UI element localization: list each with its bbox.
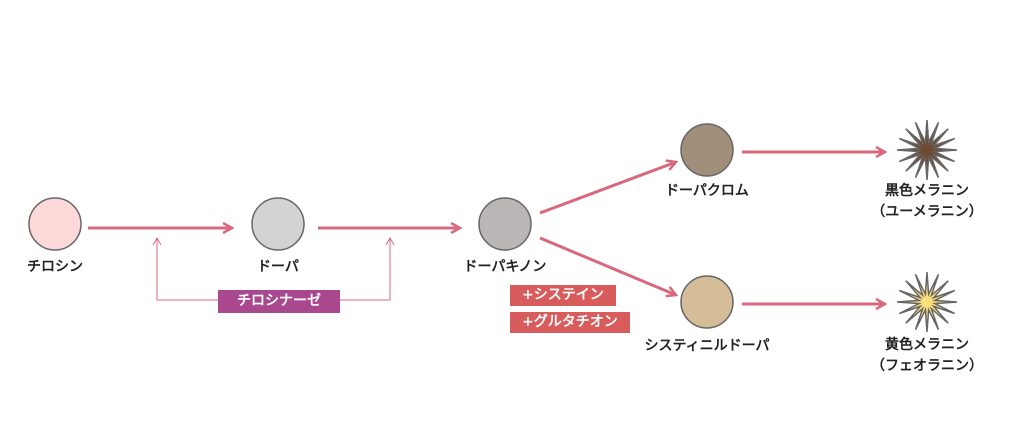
dopaquinone-circle xyxy=(478,197,532,251)
pheomelanin-label: 黄色メラニン （フェオラニン） xyxy=(871,335,983,377)
dopachrome-label: ドーパクロム xyxy=(665,183,749,199)
eumelanin-label: 黒色メラニン （ユーメラニン） xyxy=(871,181,982,223)
cysteinyldopa-label: システィニルドーパ xyxy=(644,338,770,354)
arrow-dopaquinone-dopachrome xyxy=(539,162,676,215)
tyrosine-label: チロシン xyxy=(27,259,83,275)
dopa-label: ドーパ xyxy=(257,259,299,275)
pheomelanin-alt-name: （フェオラニン） xyxy=(871,358,983,374)
arrow-dopaquinone-cysteinyldopa xyxy=(539,236,676,295)
glutathione-addition-badge: +グルタチオン xyxy=(510,312,630,333)
tyrosine-circle xyxy=(28,197,82,251)
eumelanin-alt-name: （ユーメラニン） xyxy=(871,204,983,220)
dopachrome-circle xyxy=(680,123,734,177)
dopa-circle xyxy=(251,197,305,251)
cysteinyldopa-circle xyxy=(680,275,734,329)
pheomelanin-star xyxy=(896,271,958,333)
cysteine-addition-badge: +システイン xyxy=(510,285,616,306)
tyrosinase-enzyme-label: チロシナーゼ xyxy=(218,290,340,313)
eumelanin-star xyxy=(896,119,958,181)
enzyme-arrowheads xyxy=(152,236,395,246)
eumelanin-name: 黒色メラニン xyxy=(884,183,969,199)
pheomelanin-name: 黄色メラニン xyxy=(885,337,969,353)
dopaquinone-label: ドーパキノン xyxy=(463,259,547,275)
